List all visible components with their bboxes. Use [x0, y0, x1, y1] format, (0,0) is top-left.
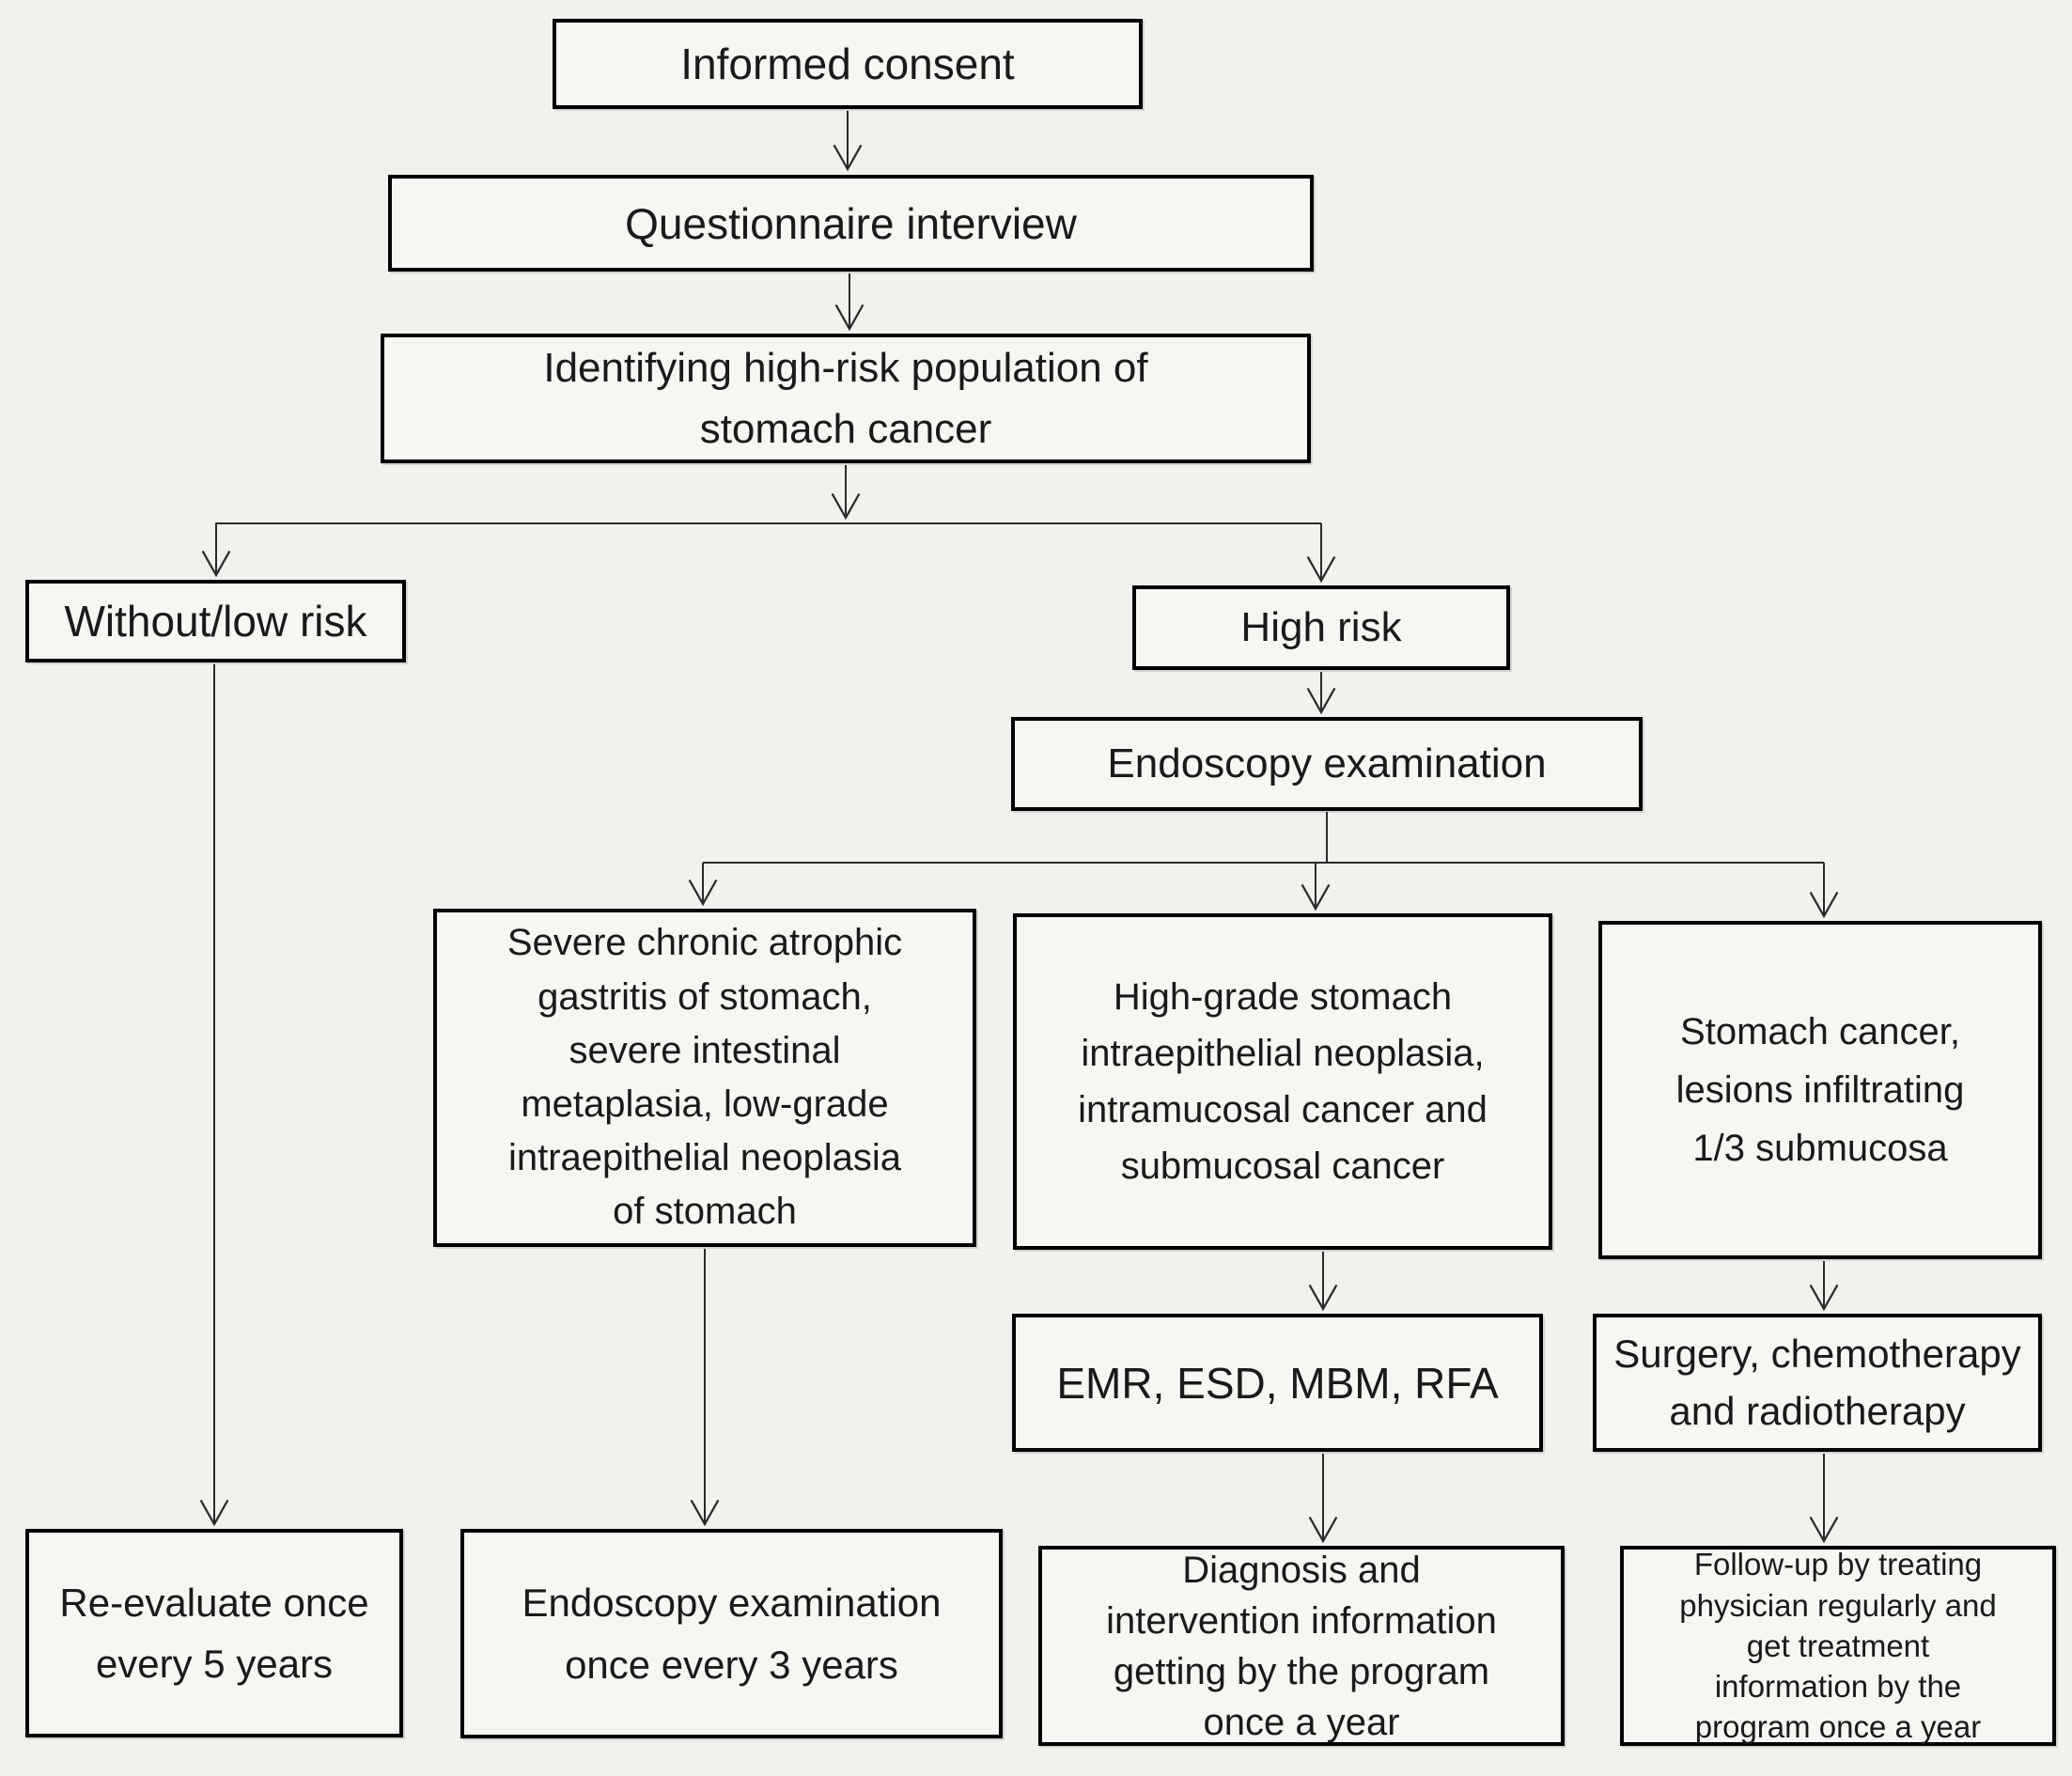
node-informed-consent: Informed consent [553, 19, 1143, 109]
node-label: Questionnaire interview [625, 198, 1077, 248]
node-endoscopy-examination: Endoscopy examination [1011, 717, 1643, 811]
node-label: Severe chronic atrophic gastritis of sto… [506, 922, 903, 1233]
node-questionnaire-interview: Questionnaire interview [388, 175, 1314, 272]
node-label: Without/low risk [64, 597, 367, 646]
node-label: Endoscopy examination once every 3 years [522, 1581, 942, 1687]
node-label: Informed consent [680, 39, 1015, 88]
node-severe-chronic-atrophic-gastritis: Severe chronic atrophic gastritis of sto… [433, 909, 976, 1247]
node-stomach-cancer-lesions: Stomach cancer, lesions infiltrating 1/3… [1598, 921, 2042, 1259]
node-label: High-grade stomach intraepithelial neopl… [1078, 976, 1488, 1187]
node-label: Stomach cancer, lesions infiltrating 1/3… [1675, 1011, 1965, 1169]
node-high-grade-intraepithelial-neoplasia: High-grade stomach intraepithelial neopl… [1013, 913, 1552, 1250]
node-label: Diagnosis and intervention information g… [1106, 1549, 1497, 1743]
node-surgery-chemotherapy-radiotherapy: Surgery, chemotherapy and radiotherapy [1593, 1314, 2042, 1452]
node-label: Endoscopy examination [1107, 740, 1547, 787]
node-label: EMR, ESD, MBM, RFA [1056, 1358, 1499, 1408]
node-identifying-high-risk-population: Identifying high-risk population of stom… [381, 334, 1311, 463]
node-follow-up-yearly: Follow-up by treating physician regularl… [1620, 1546, 2056, 1746]
node-emr-esd-mbm-rfa: EMR, ESD, MBM, RFA [1012, 1314, 1543, 1452]
node-re-evaluate-every-5-years: Re-evaluate once every 5 years [25, 1529, 403, 1737]
node-without-low-risk: Without/low risk [25, 580, 406, 662]
node-label: Identifying high-risk population of stom… [543, 344, 1148, 452]
node-label: Re-evaluate once every 5 years [59, 1580, 369, 1686]
node-diagnosis-intervention-yearly: Diagnosis and intervention information g… [1038, 1546, 1565, 1746]
node-label: Surgery, chemotherapy and radiotherapy [1613, 1331, 2021, 1433]
node-high-risk: High risk [1132, 585, 1510, 670]
node-label: Follow-up by treating physician regularl… [1679, 1547, 1997, 1745]
node-endoscopy-every-3-years: Endoscopy examination once every 3 years [460, 1529, 1003, 1738]
node-label: High risk [1240, 604, 1402, 650]
